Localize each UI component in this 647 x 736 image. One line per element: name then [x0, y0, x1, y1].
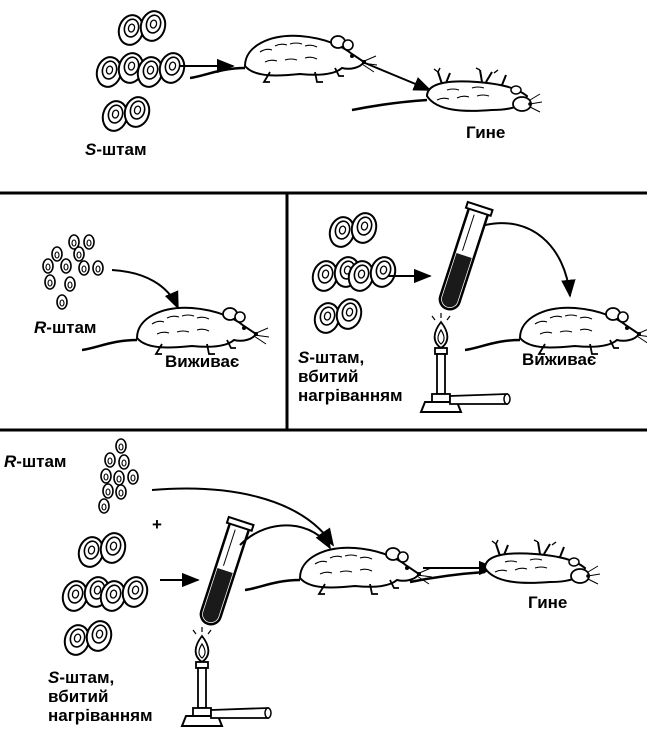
live-mouse-icon	[80, 306, 271, 356]
live-mouse-icon	[463, 306, 647, 356]
s-strain-colony-icon	[94, 8, 188, 133]
outcome-label: Виживає	[522, 350, 597, 369]
r-strain-label: R-штам	[34, 318, 96, 337]
s-strain-colony-icon	[310, 210, 399, 335]
arrow	[239, 524, 331, 550]
strain-letter: S	[48, 668, 60, 687]
dead-mouse-icon	[350, 66, 544, 114]
r-strain-colony-icon	[42, 234, 104, 310]
strain-letter: R	[34, 318, 47, 337]
r-strain-label: R-штам	[4, 452, 66, 471]
strain-suffix: -штам	[96, 140, 147, 159]
arrow	[484, 222, 576, 298]
label-line-1: S-штам,	[298, 348, 403, 367]
panel-3-heat-killed-s-strain	[310, 200, 647, 413]
test-tube-icon	[194, 515, 255, 630]
outcome-label: Гине	[528, 593, 568, 612]
strain-suffix: -штам	[46, 318, 97, 337]
arrow	[364, 62, 432, 91]
s-strain-colony-icon	[60, 530, 151, 657]
label-line-1: S-штам,	[48, 668, 153, 687]
s-strain-label: S-штам	[85, 140, 147, 159]
label-line-3: нагріванням	[48, 706, 153, 725]
outcome-label: Гине	[466, 123, 506, 142]
arrow	[111, 269, 179, 310]
strain-suffix: -штам,	[309, 348, 365, 367]
strain-suffix: -штам,	[59, 668, 115, 687]
strain-letter: S	[298, 348, 310, 367]
live-mouse-icon	[243, 546, 434, 596]
heat-killed-s-strain-label: S-штам, вбитий нагріванням	[48, 668, 153, 725]
bunsen-burner-icon	[420, 312, 511, 413]
r-strain-colony-icon	[98, 438, 139, 514]
bunsen-burner-icon	[181, 626, 272, 727]
plus-sign: +	[152, 515, 162, 534]
panel-2-r-strain	[42, 234, 271, 356]
arrow	[151, 487, 335, 547]
label-line-2: вбитий	[298, 367, 359, 386]
test-tube-icon	[433, 200, 494, 315]
label-line-3: нагріванням	[298, 386, 403, 405]
live-mouse-icon	[188, 34, 379, 84]
heat-killed-s-strain-label: S-штам, вбитий нагріванням	[298, 348, 403, 405]
outcome-label: Виживає	[165, 352, 240, 371]
strain-letter: S	[85, 140, 97, 159]
strain-letter: R	[4, 452, 17, 471]
strain-suffix: -штам	[16, 452, 67, 471]
panel-4-mixed-strains	[60, 438, 602, 727]
label-line-2: вбитий	[48, 687, 109, 706]
panel-1-s-strain	[94, 8, 544, 133]
dead-mouse-icon	[408, 538, 602, 586]
